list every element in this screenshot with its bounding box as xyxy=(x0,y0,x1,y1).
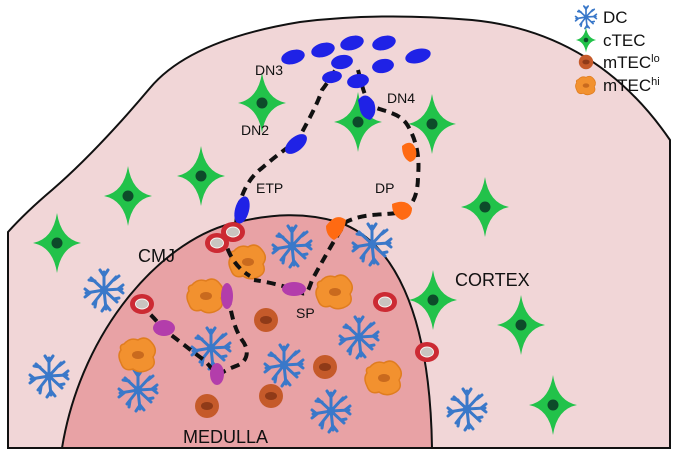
dn3-label: DN3 xyxy=(255,62,283,78)
legend-dc-icon xyxy=(574,5,598,30)
legend-ctec-label: cTEC xyxy=(603,31,646,50)
cmj-label: CMJ xyxy=(138,246,175,266)
legend: DC cTEC mTEClo mTEChi xyxy=(574,5,660,96)
legend-mtec-hi-label: mTEChi xyxy=(603,76,660,95)
mtec-hi-cell xyxy=(315,274,354,310)
mtec-lo-cell xyxy=(254,308,278,332)
dn2-cell xyxy=(285,134,307,154)
mtec-hi-cell xyxy=(118,337,157,373)
mtec-lo-cell xyxy=(313,355,337,379)
etp-label: ETP xyxy=(256,180,283,196)
medulla-label: MEDULLA xyxy=(183,427,268,447)
progenitor-cell xyxy=(129,293,155,315)
dp-cell xyxy=(402,142,417,162)
dp-cell xyxy=(392,201,412,220)
sp-cell xyxy=(153,320,175,336)
dn4-cell xyxy=(358,95,376,120)
legend-mtec-hi-icon xyxy=(575,75,596,96)
legend-dc-label: DC xyxy=(603,8,628,27)
dp-label: DP xyxy=(375,180,394,196)
progenitor-cell xyxy=(414,341,440,363)
mtec-hi-cell xyxy=(364,360,403,396)
progenitor-cell xyxy=(372,291,398,313)
mtec-lo-cell xyxy=(195,394,219,418)
legend-mtec-lo-icon xyxy=(578,54,594,70)
sp-cell xyxy=(210,363,224,385)
dn-cell-cluster xyxy=(281,35,431,89)
sp-label: SP xyxy=(296,305,315,321)
dp-cell xyxy=(326,217,346,240)
etp-cell xyxy=(234,196,250,224)
sp-cell xyxy=(282,282,306,296)
mtec-lo-cell xyxy=(259,384,283,408)
legend-ctec-icon xyxy=(575,27,597,53)
dn4-label: DN4 xyxy=(387,90,415,106)
dn2-label: DN2 xyxy=(241,122,269,138)
legend-mtec-lo-label: mTEClo xyxy=(603,53,660,72)
progenitor-cell xyxy=(220,221,246,243)
sp-cell xyxy=(221,283,233,309)
mtec-hi-cell xyxy=(186,278,225,314)
cortex-label: CORTEX xyxy=(455,270,530,290)
